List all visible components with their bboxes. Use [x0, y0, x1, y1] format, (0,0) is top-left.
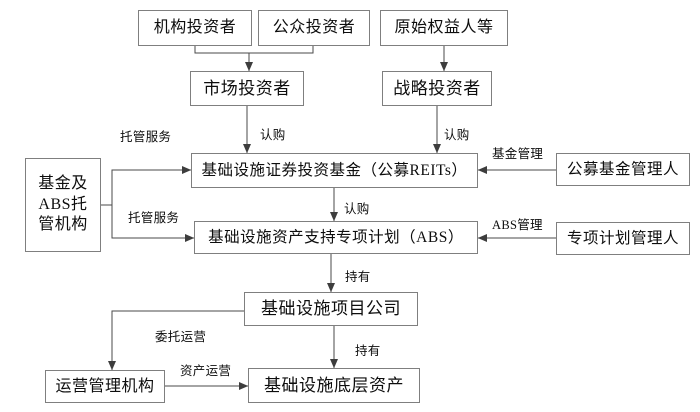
edge-label-entrusted-operation: 委托运营 — [155, 326, 206, 345]
node-label-line-1: 基金及 — [38, 174, 88, 192]
node-public-reits-fund[interactable]: 基础设施证券投资基金（公募REITs） — [191, 153, 478, 188]
node-public-investors[interactable]: 公众投资者 — [258, 10, 370, 46]
edge-label-text: 托管服务 — [128, 211, 180, 225]
node-label: 基础设施资产支持专项计划（ABS） — [208, 228, 464, 246]
node-label-line-3: 管机构 — [38, 216, 88, 234]
node-label: 基础设施项目公司 — [261, 299, 401, 319]
edge-label-text: 认购 — [344, 202, 370, 216]
edge-label-custody-service-bottom: 托管服务 — [128, 207, 179, 226]
node-label: 公众投资者 — [272, 19, 356, 37]
edge-label-hold-assets: 持有 — [355, 340, 381, 359]
node-market-investors[interactable]: 市场投资者 — [190, 71, 304, 106]
edge-label-text: 托管服务 — [120, 130, 172, 144]
node-underlying-assets[interactable]: 基础设施底层资产 — [248, 368, 420, 403]
node-project-company[interactable]: 基础设施项目公司 — [244, 292, 418, 326]
edge-label-fund-management: 基金管理 — [492, 143, 543, 162]
edge-label-custody-service-top: 托管服务 — [120, 126, 171, 145]
edge-label-subscribe-market: 认购 — [260, 124, 286, 143]
node-original-equity-holders[interactable]: 原始权益人等 — [380, 10, 508, 46]
edge-label-text: ABS管理 — [492, 218, 543, 232]
node-public-fund-manager[interactable]: 公募基金管理人 — [556, 153, 690, 186]
edge-label-subscribe-abs: 认购 — [344, 198, 370, 217]
node-operation-manager[interactable]: 运营管理机构 — [45, 370, 165, 403]
edge-label-subscribe-strategic: 认购 — [444, 124, 470, 143]
edge-label-text: 认购 — [260, 128, 286, 142]
node-custodian-institution[interactable]: 基金及 ABS托 管机构 — [25, 158, 101, 252]
node-label: 公募基金管理人 — [566, 160, 679, 178]
node-label-line-2: ABS托 — [38, 195, 88, 213]
node-label: 原始权益人等 — [394, 19, 494, 37]
node-label: 市场投资者 — [203, 78, 291, 98]
edge-label-abs-management: ABS管理 — [492, 214, 543, 233]
edge-label-text: 基金管理 — [492, 147, 544, 161]
edge-public-to-market — [249, 46, 314, 54]
node-abs-plan[interactable]: 基础设施资产支持专项计划（ABS） — [194, 221, 478, 254]
node-strategic-investors[interactable]: 战略投资者 — [382, 71, 492, 106]
node-label: 战略投资者 — [393, 78, 481, 98]
node-label: 专项计划管理人 — [566, 229, 679, 247]
node-label: 运营管理机构 — [55, 377, 155, 395]
edge-label-text: 资产运营 — [180, 364, 232, 378]
edge-label-hold-project: 持有 — [345, 266, 371, 285]
node-institutional-investors[interactable]: 机构投资者 — [138, 10, 252, 46]
edge-institutional-to-market — [194, 46, 249, 54]
node-label: 机构投资者 — [153, 19, 237, 37]
edge-label-text: 认购 — [444, 128, 470, 142]
node-abs-plan-manager[interactable]: 专项计划管理人 — [556, 222, 690, 255]
node-label: 基础设施底层资产 — [264, 375, 404, 395]
node-label: 基础设施证券投资基金（公募REITs） — [201, 161, 468, 179]
edge-label-text: 持有 — [355, 344, 381, 358]
edge-label-asset-operation: 资产运营 — [180, 360, 231, 379]
edge-label-text: 委托运营 — [155, 330, 207, 344]
edge-label-text: 持有 — [345, 270, 371, 284]
edge-custodian-to-reits — [101, 165, 192, 206]
